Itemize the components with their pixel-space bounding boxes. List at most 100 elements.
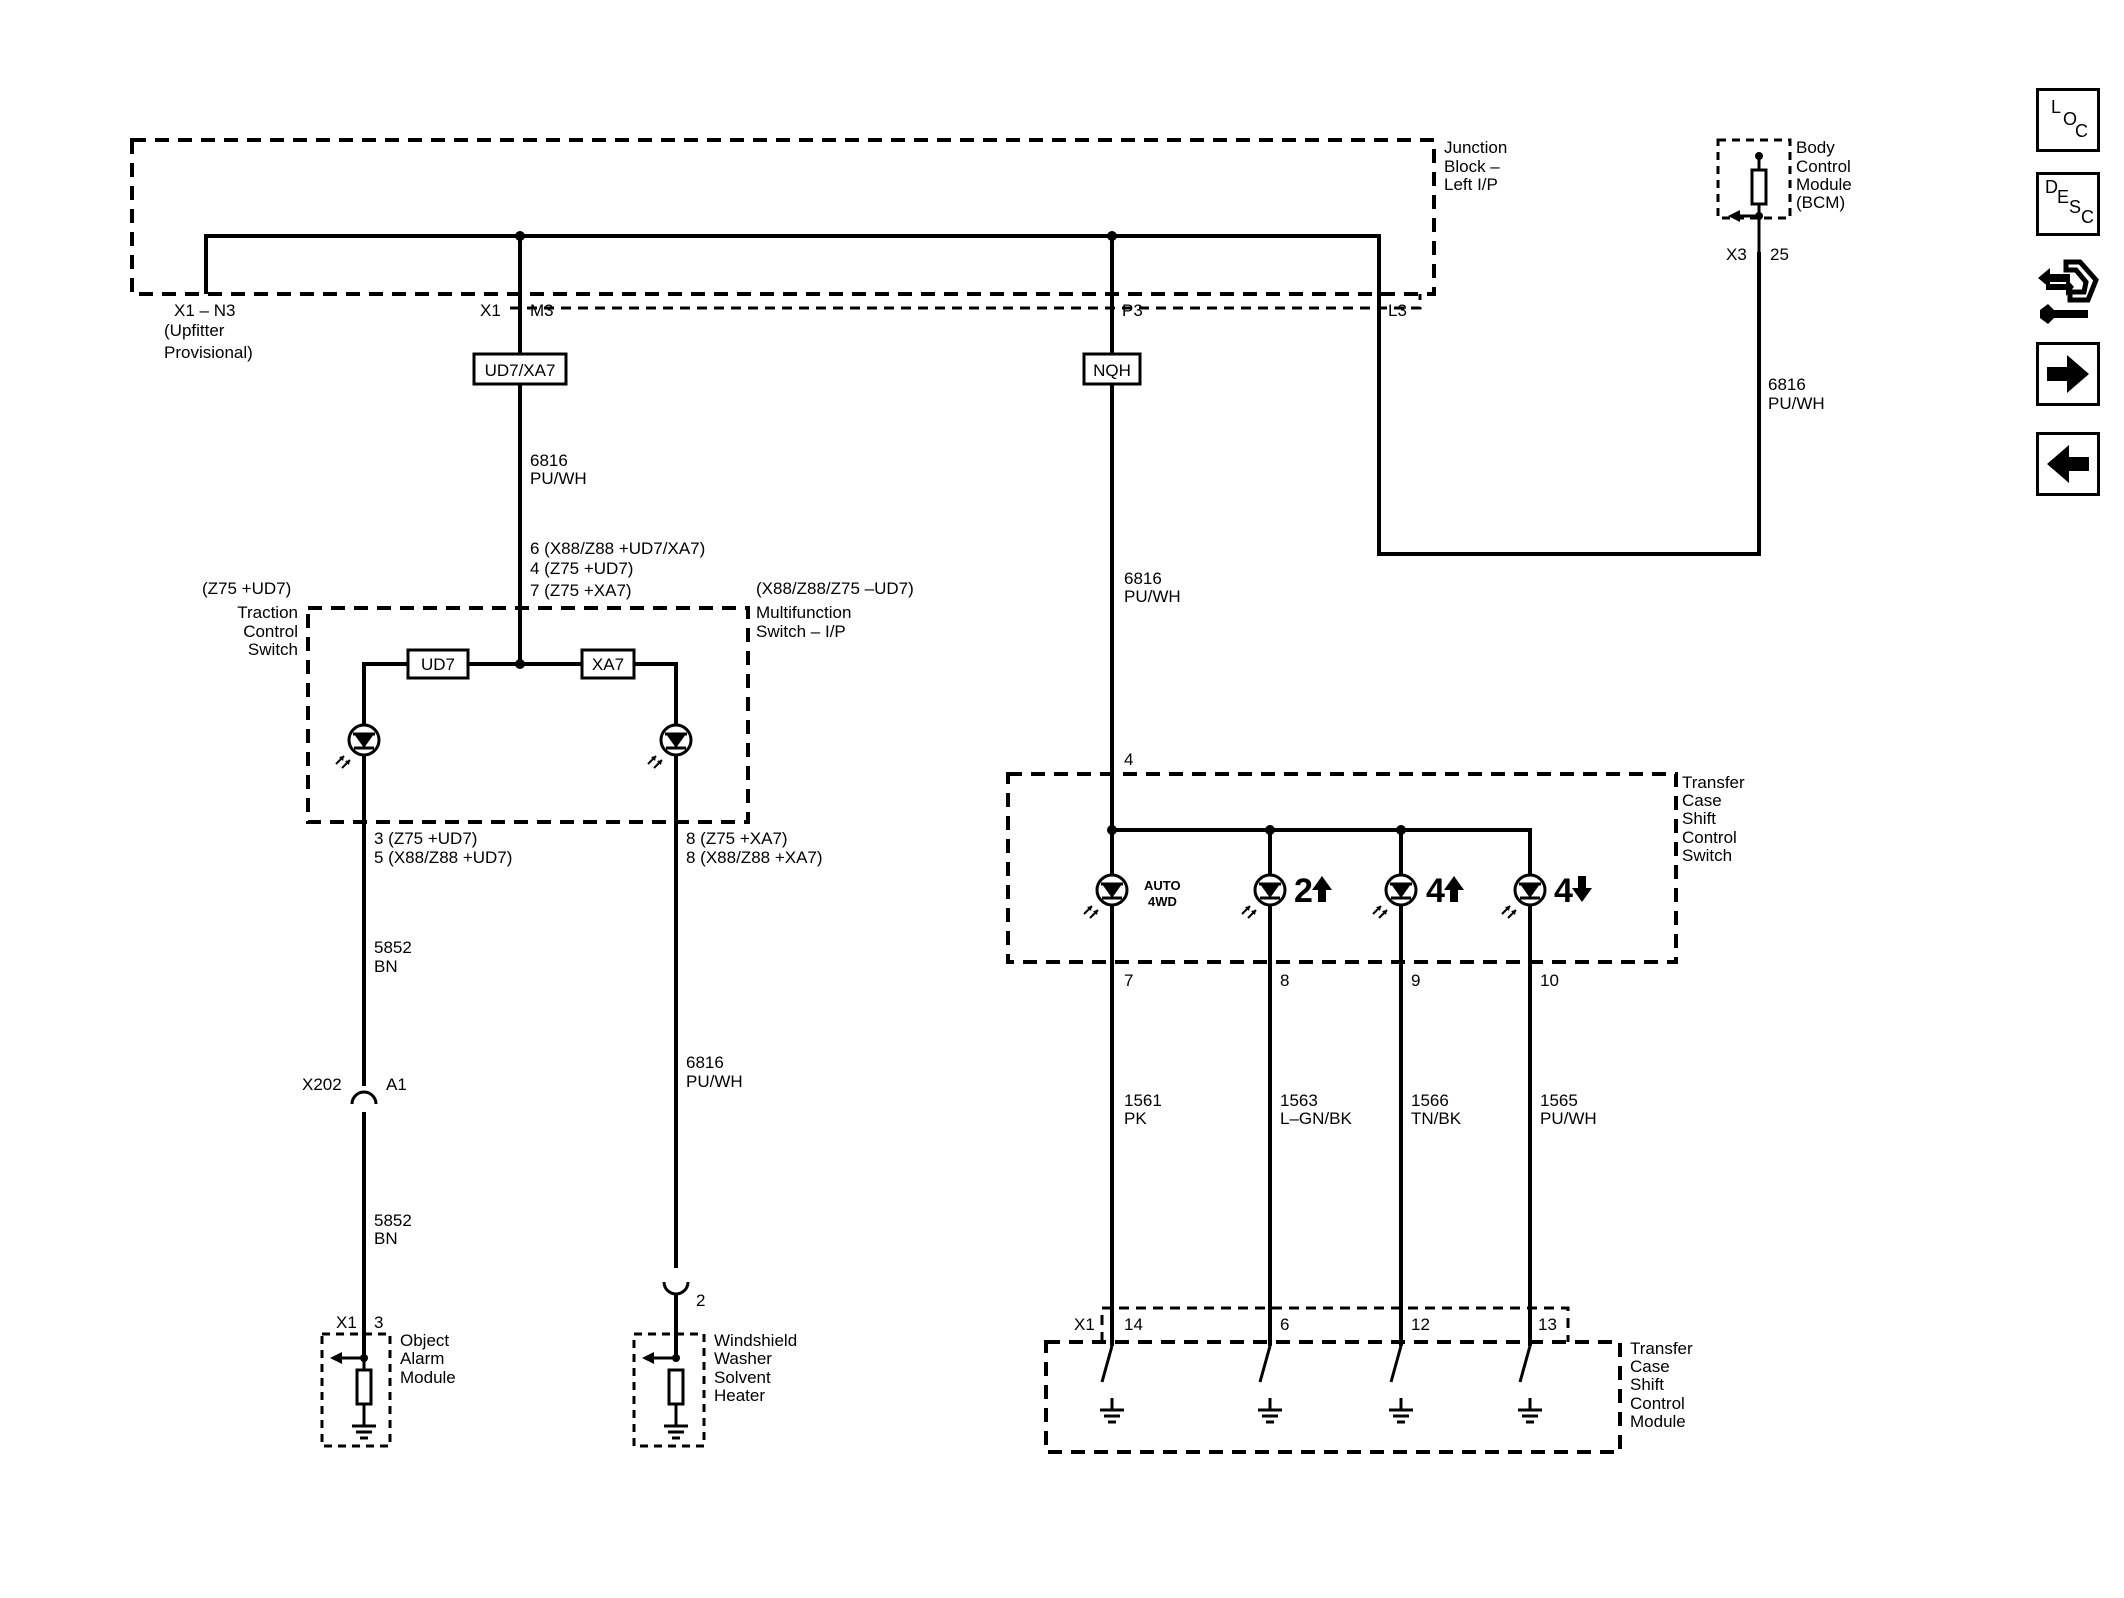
wire-5852-lower-color: BN: [374, 1229, 398, 1248]
wire-washer-run: [662, 862, 690, 1360]
option-ud7-xa7-label: UD7/XA7: [485, 361, 556, 380]
wire-m3-num: 6816: [530, 451, 568, 470]
junction-block-label-2: Block –: [1444, 157, 1500, 176]
washer-heater-label-1: Windshield: [714, 1331, 797, 1350]
object-alarm-label-3: Module: [400, 1368, 456, 1387]
junction-block-label-3: Left I/P: [1444, 175, 1498, 194]
bcm-pin-25: 25: [1770, 245, 1789, 264]
object-alarm-module: [320, 1332, 392, 1448]
tc-module-label-1: Transfer: [1630, 1339, 1693, 1358]
option-xa7-label: XA7: [592, 655, 624, 674]
desc-e: E: [2057, 187, 2069, 207]
traction-pin-2: 5 (X88/Z88 +UD7): [374, 848, 512, 867]
washer-heater-label-4: Heater: [714, 1386, 765, 1405]
traction-label-3: Switch: [248, 640, 298, 659]
tc-module-label-5: Module: [1630, 1412, 1686, 1431]
multifunction-pin-2: 8 (X88/Z88 +XA7): [686, 848, 823, 867]
tc-switch-label-4: Control: [1682, 828, 1737, 847]
wire-p3-color: PU/WH: [1124, 587, 1181, 606]
wire-washer-color: PU/WH: [686, 1072, 743, 1091]
bcm-wire-color: PU/WH: [1768, 394, 1825, 413]
wire-5852-num: 5852: [374, 938, 412, 957]
previous-arrow-button[interactable]: [2036, 432, 2100, 496]
tc-module-label-4: Control: [1630, 1394, 1685, 1413]
connector-tools-icon[interactable]: [2036, 254, 2100, 328]
traction-cond: (Z75 +UD7): [202, 579, 291, 598]
pin-x1-n3: X1 – N3: [174, 301, 235, 320]
tc-switch-pin-10: 10: [1540, 971, 1559, 990]
washer-heater-label-3: Solvent: [714, 1368, 771, 1387]
tc-wire-3-num: 1566: [1411, 1091, 1449, 1110]
tc-switch-pin-9: 9: [1411, 971, 1420, 990]
traction-label-1: Traction: [237, 603, 298, 622]
loc-c: C: [2075, 121, 2088, 141]
pin-m3: M3: [530, 301, 554, 320]
junction-block: [130, 138, 1761, 556]
tc-module-pin-6: 6: [1280, 1315, 1289, 1334]
tc-wire-1-color: PK: [1124, 1109, 1147, 1128]
auto-4wd-label-2: 4WD: [1148, 894, 1177, 909]
pin-l3: L3: [1388, 301, 1407, 320]
object-alarm-connector: X1: [336, 1313, 357, 1332]
next-arrow-button[interactable]: [2036, 342, 2100, 406]
description-button[interactable]: D E S C: [2036, 172, 2100, 236]
loc-l: L: [2051, 97, 2061, 117]
x202-pin: A1: [386, 1075, 407, 1094]
tc-switch-pin-in: 4: [1124, 750, 1133, 769]
tc-switch-label-1: Transfer: [1682, 773, 1745, 792]
arrow-right-icon: [2047, 355, 2089, 393]
washer-heater-module: [632, 1332, 706, 1448]
multifunction-label-1: Multifunction: [756, 603, 851, 622]
tc-switch-label-5: Switch: [1682, 846, 1732, 865]
wire-5852-run: [350, 862, 378, 1360]
object-alarm-label-2: Alarm: [400, 1349, 444, 1368]
bcm-label-3: Module: [1796, 175, 1852, 194]
auto-4wd-label-1: AUTO: [1144, 878, 1181, 893]
wire-washer-num: 6816: [686, 1053, 724, 1072]
washer-heater-pin: 2: [696, 1291, 705, 1310]
tc-module-pin-12: 12: [1411, 1315, 1430, 1334]
tc-module: [1044, 1306, 1622, 1454]
object-alarm-label-1: Object: [400, 1331, 449, 1350]
tc-module-pin-13: 13: [1538, 1315, 1557, 1334]
tc-switch-pin-7: 7: [1124, 971, 1133, 990]
traction-pin-1: 3 (Z75 +UD7): [374, 829, 477, 848]
four-hi-label: 4: [1426, 872, 1445, 910]
tc-module-connector: X1: [1074, 1315, 1095, 1334]
tc-wire-2-num: 1563: [1280, 1091, 1318, 1110]
tc-switch-pin-8: 8: [1280, 971, 1289, 990]
tc-wire-2-color: L–GN/BK: [1280, 1109, 1352, 1128]
tc-shift-switch: [1006, 772, 1678, 1346]
tc-switch-label-3: Shift: [1682, 809, 1716, 828]
four-lo-label: 4: [1554, 872, 1573, 910]
wire-5852-lower-num: 5852: [374, 1211, 412, 1230]
desc-c: C: [2081, 207, 2094, 227]
wire-m3-pin-1: 6 (X88/Z88 +UD7/XA7): [530, 539, 705, 558]
connector-x1-label: X1: [480, 301, 501, 320]
object-alarm-pin: 3: [374, 1313, 383, 1332]
switch-box: [306, 606, 750, 862]
location-button[interactable]: L O C: [2036, 88, 2100, 152]
option-ud7-label: UD7: [421, 655, 455, 674]
wire-m3-color: PU/WH: [530, 469, 587, 488]
wire-m3-pin-2: 4 (Z75 +UD7): [530, 559, 633, 578]
bcm-label-2: Control: [1796, 157, 1851, 176]
multifunction-pin-1: 8 (Z75 +XA7): [686, 829, 788, 848]
tc-wire-4-num: 1565: [1540, 1091, 1578, 1110]
bcm-connector-x3: X3: [1726, 245, 1747, 264]
option-nqh: [1082, 352, 1142, 386]
tc-module-label-3: Shift: [1630, 1375, 1664, 1394]
bcm-label-4: (BCM): [1796, 193, 1845, 212]
tc-wire-4-color: PU/WH: [1540, 1109, 1597, 1128]
traction-label-2: Control: [243, 622, 298, 641]
tc-wire-1-num: 1561: [1124, 1091, 1162, 1110]
desc-d: D: [2045, 177, 2058, 197]
loc-o: O: [2063, 109, 2077, 129]
pin-p3: P3: [1122, 301, 1143, 320]
washer-heater-label-2: Washer: [714, 1349, 772, 1368]
junction-block-label-1: Junction: [1444, 138, 1507, 157]
tc-module-label-2: Case: [1630, 1357, 1670, 1376]
multifunction-label-2: Switch – I/P: [756, 622, 846, 641]
